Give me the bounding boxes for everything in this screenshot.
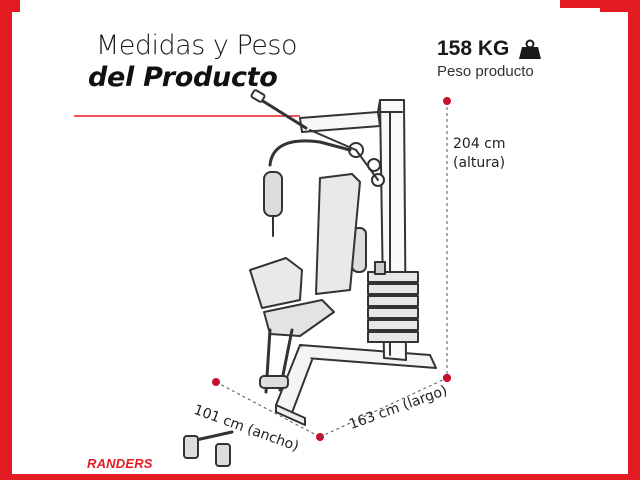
weight-label: Peso producto: [437, 63, 534, 80]
height-dimension-line: [443, 97, 451, 382]
weight-value: 158 KG: [437, 37, 510, 60]
page-title-line2: del Producto: [88, 62, 278, 93]
home-gym-illustration: [183, 89, 437, 467]
red-corner-top-right: [600, 0, 640, 480]
height-label: (altura): [453, 155, 506, 171]
red-bottom-bar: [0, 474, 640, 480]
page-title-line1: Medidas y Peso: [96, 30, 297, 61]
brand-logo: RANDERS: [87, 456, 153, 471]
red-top-right-bar: [560, 0, 640, 8]
weight-row: 158 KG: [437, 37, 509, 61]
length-dimension-line: [319, 374, 451, 438]
height-value: 204 cm: [453, 136, 506, 152]
red-corner-top-left: [0, 0, 20, 480]
weight-icon: [519, 39, 541, 59]
